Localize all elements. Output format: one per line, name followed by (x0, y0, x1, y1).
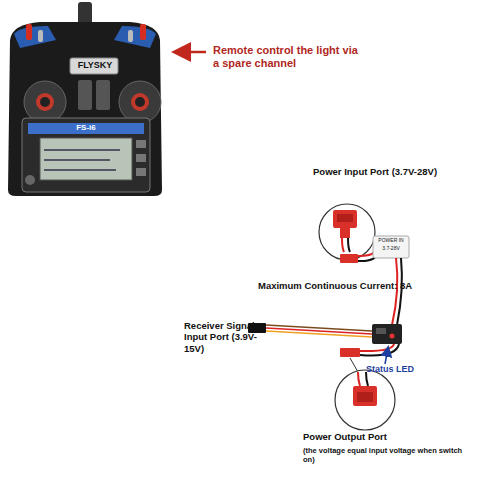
input-zoom (319, 204, 375, 260)
note-label: (the voltage equal input voltage when sw… (303, 446, 475, 464)
port-label: Power Output Port (303, 431, 473, 442)
board-label: POWER IN (374, 237, 408, 243)
spec-label: Maximum Continuous Current: 8A (258, 280, 458, 291)
brand-label: FLYSKY (72, 60, 118, 71)
port-label: Receiver Signal Input Port (3.9V-15V) (184, 320, 268, 354)
port-label: Power Input Port (3.7V-28V) (313, 166, 473, 177)
callout-note: Remote control the light via a spare cha… (213, 44, 363, 70)
transmitter-image (8, 2, 162, 196)
wire-harness (248, 236, 409, 357)
led-label: Status LED (366, 364, 446, 375)
model-label: FS-i6 (28, 123, 144, 133)
led-pointer (385, 348, 388, 364)
board-label: 3.7-28V (374, 245, 408, 251)
pointer-arrow (176, 51, 206, 54)
